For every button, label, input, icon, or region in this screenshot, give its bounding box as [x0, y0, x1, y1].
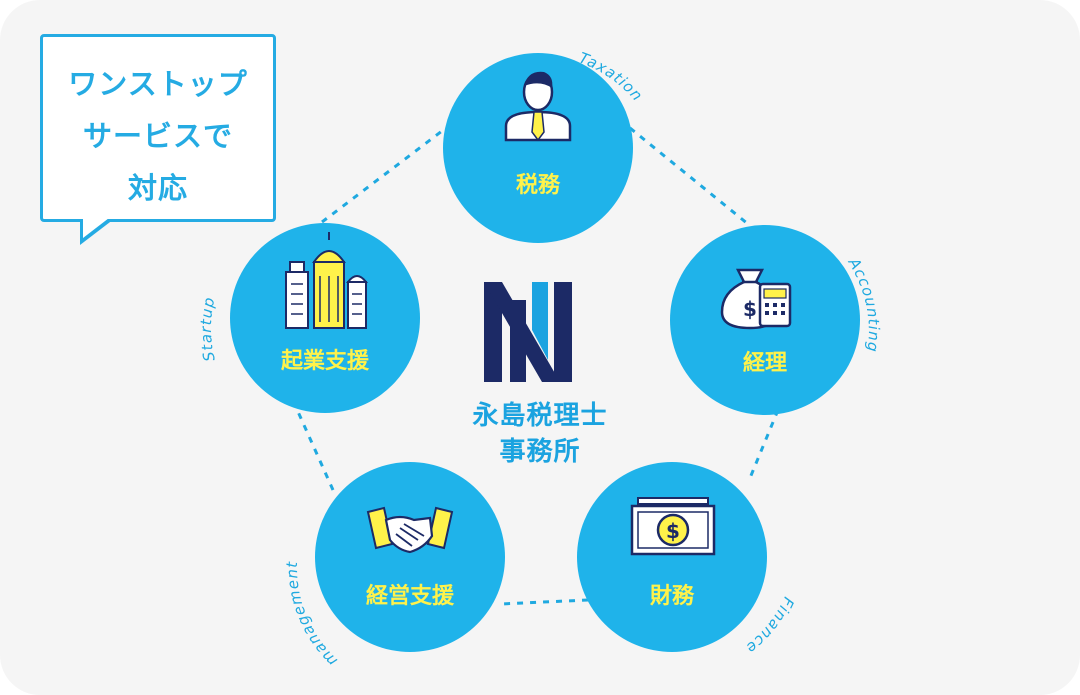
speech-bubble: [40, 34, 276, 222]
firm-name: 永島税理士 事務所: [430, 398, 650, 470]
svg-text:$: $: [666, 519, 680, 543]
callout-line-3: 対応: [127, 171, 188, 205]
node-taxation: 税務: [443, 53, 633, 243]
node-accounting: $ 経理: [670, 225, 860, 415]
banknote-icon: $: [630, 497, 716, 556]
firm-name-line-1: 永島税理士: [472, 401, 608, 431]
callout-line-2: サービスで: [82, 119, 233, 153]
callout-line-1: ワンストップ: [68, 67, 248, 101]
node-startup: 起業支援: [230, 223, 420, 413]
businessman-icon: [504, 71, 572, 142]
node-label-management: 経営支援: [366, 583, 455, 609]
speech-bubble-tail-inner: [83, 218, 109, 238]
speech-bubble-text: ワンストップ サービスで 対応: [43, 58, 273, 214]
buildings-icon: [285, 232, 369, 329]
node-finance: $ 財務: [577, 462, 767, 652]
node-label-finance: 財務: [650, 583, 695, 609]
node-label-accounting: 経理: [743, 350, 787, 376]
connector-ring: [293, 126, 780, 606]
connector-finance-management: [499, 598, 589, 606]
connector-taxation-accounting: [629, 126, 749, 226]
handshake-icon: [366, 506, 454, 554]
connector-startup-taxation: [321, 126, 447, 224]
tag-startup: Startup: [197, 295, 219, 363]
node-label-startup: 起業支援: [280, 349, 370, 374]
money-bag-calculator-icon: $: [720, 268, 792, 330]
connector-accounting-finance: [748, 409, 780, 479]
node-label-taxation: 税務: [516, 172, 561, 198]
node-management: 経営支援: [315, 462, 505, 652]
svg-text:$: $: [743, 297, 757, 321]
connector-management-startup: [293, 404, 335, 491]
firm-logo: [484, 282, 572, 382]
firm-name-line-2: 事務所: [499, 437, 581, 467]
